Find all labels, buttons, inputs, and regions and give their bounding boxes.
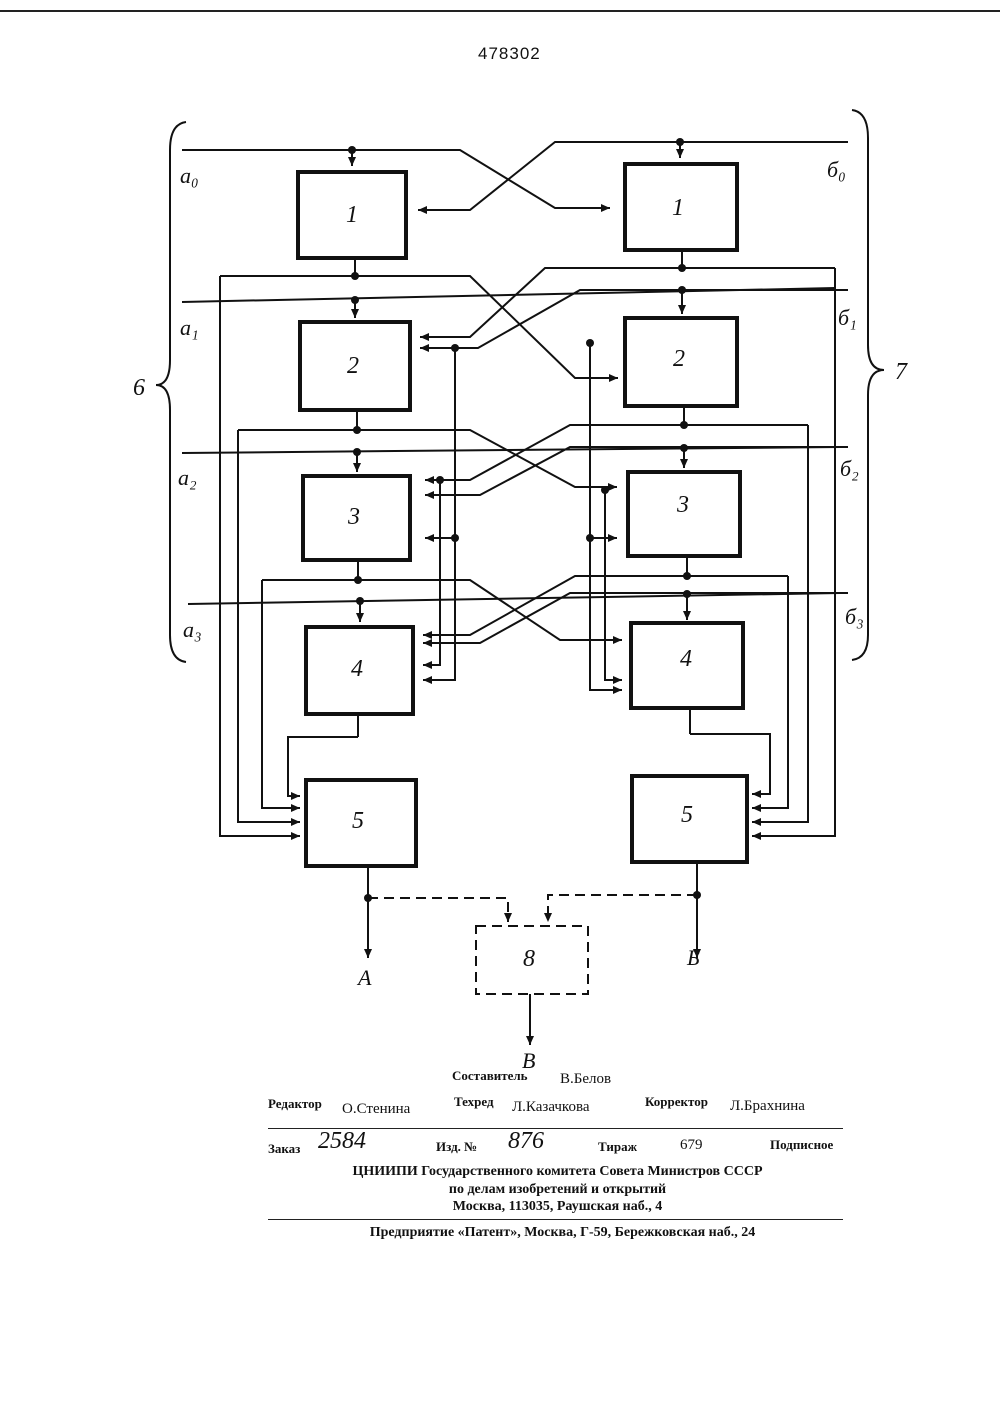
separator-bottom — [268, 1219, 843, 1220]
edition-value: 876 — [508, 1128, 544, 1155]
order-value: 2584 — [318, 1128, 366, 1155]
right-block-1-label: 1 — [672, 195, 684, 221]
left-block-5-label: 5 — [352, 808, 364, 834]
editor-name: О.Стенина — [342, 1101, 410, 1118]
compiler-label: Составитель — [452, 1068, 528, 1084]
corrector-name: Л.Брахнина — [730, 1098, 805, 1115]
subscription-note: Подписное — [770, 1137, 833, 1153]
corrector-label: Корректор — [645, 1094, 708, 1110]
input-b1: б₁ — [838, 305, 857, 330]
edition-label: Изд. № — [436, 1139, 477, 1155]
order-label: Заказ — [268, 1141, 300, 1157]
input-b0: б₀ — [827, 157, 846, 182]
right-block-4-label: 4 — [680, 646, 692, 672]
output-a: А — [356, 965, 372, 990]
left-block-2-label: 2 — [347, 353, 359, 379]
input-a2: a₂ — [178, 465, 197, 490]
circulation-value: 679 — [680, 1137, 703, 1154]
left-block-1-label: 1 — [346, 202, 358, 228]
output-b: Б — [686, 945, 700, 970]
left-block-4-label: 4 — [351, 656, 363, 682]
techred-name: Л.Казачкова — [512, 1099, 589, 1116]
printer-line: Предприятие «Патент», Москва, Г-59, Бере… — [275, 1224, 850, 1241]
org-line-1: ЦНИИПИ Государственного комитета Совета … — [270, 1163, 845, 1180]
block-diagram: 1 1 2 2 3 3 4 4 5 5 8 a₀ a₁ a₂ a₃ б₀ б₁ … — [0, 0, 1000, 1080]
input-b3: б₃ — [845, 604, 864, 629]
org-line-3: Москва, 113035, Раушская наб., 4 — [270, 1198, 845, 1215]
input-a0: a₀ — [180, 163, 199, 188]
group-label-7: 7 — [895, 359, 908, 385]
group-label-6: 6 — [133, 375, 145, 401]
input-b2: б₂ — [840, 456, 859, 481]
right-block-5-label: 5 — [681, 802, 693, 828]
compiler-name: В.Белов — [560, 1071, 611, 1088]
input-a1: a₁ — [180, 315, 199, 340]
circulation-label: Тираж — [598, 1139, 637, 1155]
block-8-label: 8 — [523, 946, 535, 972]
right-block-2-label: 2 — [673, 346, 685, 372]
org-line-2: по делам изобретений и открытий — [270, 1181, 845, 1198]
techred-label: Техред — [454, 1094, 494, 1110]
editor-label: Редактор — [268, 1096, 322, 1112]
left-block-3-label: 3 — [347, 504, 360, 530]
input-a3: a₃ — [183, 617, 202, 642]
right-block-3-label: 3 — [676, 492, 689, 518]
